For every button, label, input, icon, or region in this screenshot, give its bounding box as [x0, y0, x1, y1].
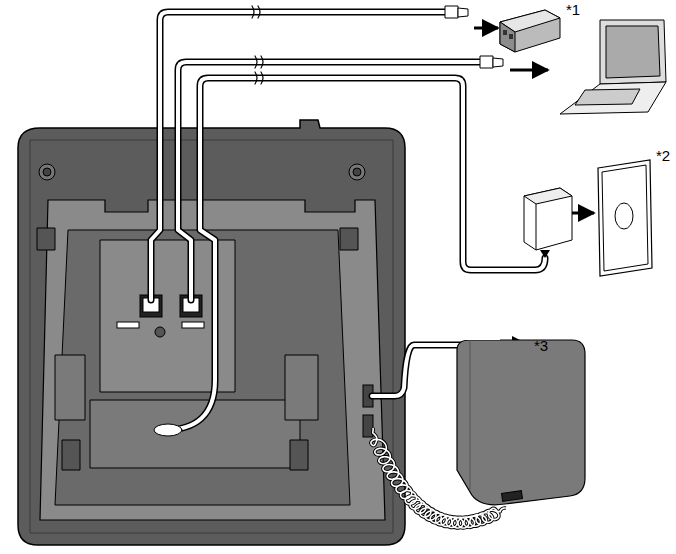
callout-number: *1 — [566, 2, 580, 17]
lan-cable — [151, 12, 445, 300]
hub-port — [509, 34, 513, 39]
lan-cable — [151, 12, 445, 300]
adapter-body — [524, 188, 572, 250]
stand-slot — [37, 228, 55, 250]
cable-channel — [90, 400, 300, 468]
ac-adapter — [524, 160, 652, 276]
pc-plug-tip — [493, 58, 503, 67]
adapter-top — [524, 188, 572, 204]
laptop-keyboard — [560, 82, 666, 114]
callout-number: *2 — [656, 148, 670, 163]
hub-port — [503, 30, 507, 35]
pc-cable — [178, 62, 480, 300]
lan-plug-tip — [458, 8, 468, 17]
screw-hole — [39, 164, 55, 180]
adapter-cord-boot — [540, 250, 550, 258]
screw-hole — [353, 168, 361, 176]
laptop-screen — [600, 20, 666, 84]
network-hub — [500, 10, 560, 52]
ferrite-core — [154, 424, 182, 436]
outlet-socket — [615, 203, 633, 229]
handset — [440, 330, 585, 505]
stand-inner — [55, 230, 350, 505]
port-mark — [117, 322, 139, 328]
arrow — [570, 212, 594, 215]
lan-plug — [445, 6, 458, 18]
break-mark — [255, 72, 263, 84]
stand-slot — [290, 440, 308, 470]
hub-body — [500, 10, 560, 52]
computer — [560, 20, 666, 114]
screw-hole — [43, 168, 51, 176]
coiled-cord — [371, 428, 506, 528]
wall-outlet — [598, 160, 652, 276]
break-mark — [252, 6, 260, 18]
dc-jack — [155, 327, 165, 337]
stand-slot — [62, 440, 80, 470]
callout-number: *3 — [534, 338, 548, 353]
break-marks — [252, 6, 490, 351]
handset-body — [457, 340, 585, 505]
stand-slot — [340, 228, 358, 250]
laptop-keys — [575, 89, 640, 105]
outlet-rim — [602, 165, 648, 271]
arrow — [474, 27, 498, 30]
laptop-display — [606, 26, 660, 78]
stand-foot — [55, 355, 85, 420]
cord-outline — [371, 428, 506, 528]
adapter-edge — [536, 204, 537, 250]
handset-edge — [470, 340, 471, 490]
cord-core — [371, 428, 506, 528]
pc-plug — [480, 56, 493, 68]
port-mark — [182, 322, 204, 328]
hub-front — [500, 22, 515, 52]
stand-foot — [285, 355, 318, 420]
screw-hole — [349, 164, 365, 180]
handset-socket — [502, 491, 523, 502]
arrow — [510, 69, 548, 72]
pc-cable — [178, 62, 480, 300]
break-mark — [255, 56, 263, 68]
handset-cut — [440, 330, 500, 340]
